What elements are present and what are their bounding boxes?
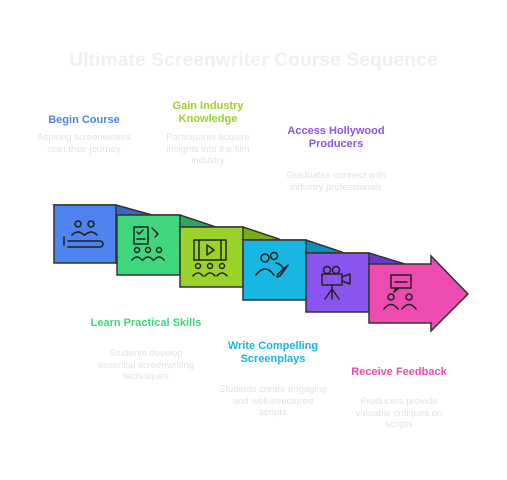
- step-4-label: Write Compelling Screenplays: [227, 340, 319, 365]
- people-conveyor-icon: [63, 220, 104, 248]
- step-6-arrow: [368, 254, 470, 333]
- step-6-label: Receive Feedback: [351, 366, 447, 378]
- feedback-people-icon: [383, 274, 417, 310]
- user-pen-icon: [255, 251, 289, 278]
- step-1-desc: Aspiring screenwriters start their journ…: [37, 132, 131, 155]
- step-3-desc: Participants acquire insights into the f…: [166, 132, 250, 166]
- film-camera-icon: [321, 265, 351, 300]
- step-3-label: Gain Industry Knowledge: [172, 100, 244, 125]
- step-5-label: Access Hollywood Producers: [287, 125, 385, 150]
- step-5-desc: Graduates connect with industry professi…: [286, 170, 386, 193]
- checklist-group-icon: [131, 226, 165, 261]
- diagram-title: Ultimate Screenwriter Course Sequence: [69, 50, 438, 71]
- step-6-desc: Producers provide valuable critiques on …: [355, 396, 443, 430]
- film-audience-icon: [192, 239, 228, 277]
- step-4-desc: Students create engaging and well-struct…: [218, 384, 328, 418]
- step-2-desc: Students develop essential screenwriting…: [97, 348, 195, 382]
- step-1-label: Begin Course: [48, 114, 120, 126]
- step-2-label: Learn Practical Skills: [90, 317, 202, 329]
